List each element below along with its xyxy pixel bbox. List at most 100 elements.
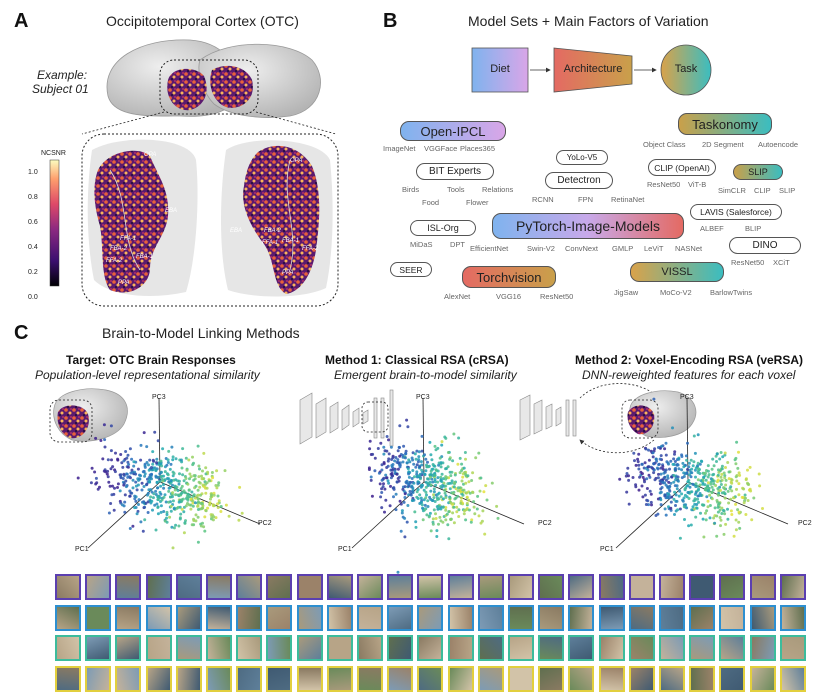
pca-point bbox=[170, 445, 174, 449]
pca-point bbox=[413, 452, 417, 456]
pca-point bbox=[673, 452, 676, 456]
pca-point bbox=[706, 464, 710, 468]
pca-point bbox=[416, 460, 420, 464]
pca-point bbox=[415, 495, 419, 499]
pca-point bbox=[452, 432, 456, 436]
colorbar-tick: 0.2 bbox=[28, 269, 38, 276]
pca-point bbox=[730, 513, 734, 516]
pca-point bbox=[443, 488, 447, 492]
pca-point bbox=[400, 509, 404, 513]
pca-point bbox=[451, 491, 455, 495]
pca-point bbox=[455, 510, 459, 514]
stimulus-thumbnail bbox=[206, 574, 232, 600]
pca-point bbox=[399, 502, 403, 506]
pca-point bbox=[426, 460, 429, 464]
pca-point bbox=[194, 484, 198, 488]
pca-point bbox=[438, 515, 442, 519]
pca-point bbox=[690, 508, 694, 512]
pca-point bbox=[479, 476, 483, 480]
pca-point bbox=[716, 487, 720, 491]
pca-point bbox=[437, 463, 441, 467]
stimulus-thumbnail bbox=[447, 665, 474, 692]
stimulus-thumbnail bbox=[508, 635, 534, 661]
stimulus-thumbnail bbox=[85, 635, 112, 661]
stimulus-thumbnail bbox=[417, 635, 444, 661]
pca-point bbox=[421, 518, 425, 522]
pca-point bbox=[383, 449, 387, 453]
pca-point bbox=[165, 510, 169, 514]
pca-point bbox=[142, 431, 146, 435]
model-sub: ALBEF bbox=[700, 224, 724, 233]
pca-point bbox=[433, 478, 437, 482]
pca-point bbox=[415, 463, 419, 467]
pca-point bbox=[156, 475, 160, 479]
pca-point bbox=[414, 457, 418, 461]
pca-point bbox=[125, 456, 129, 460]
pca-point bbox=[435, 529, 439, 533]
pca-point bbox=[667, 485, 671, 489]
colorbar-title: NCSNR bbox=[41, 150, 66, 157]
pca-point bbox=[472, 500, 476, 504]
pca-point bbox=[382, 476, 386, 480]
pca-point bbox=[126, 475, 130, 479]
model-sub: MiDaS bbox=[410, 240, 433, 249]
pca-point bbox=[201, 521, 204, 525]
pca-point bbox=[715, 534, 719, 538]
pca-point bbox=[211, 476, 215, 480]
pca-point bbox=[680, 468, 684, 472]
pca-point bbox=[101, 457, 105, 461]
model-set-dino: DINO bbox=[729, 237, 801, 254]
pca-point bbox=[136, 467, 140, 471]
pca-point bbox=[718, 457, 722, 461]
pca-point bbox=[166, 477, 169, 480]
pca-point bbox=[369, 478, 373, 482]
pca-point bbox=[463, 451, 467, 454]
pca-point bbox=[380, 487, 384, 491]
pca-point bbox=[464, 473, 468, 477]
pca-point bbox=[389, 445, 393, 449]
pca-point bbox=[459, 490, 463, 494]
pca-point bbox=[153, 430, 157, 434]
pca-point bbox=[155, 461, 158, 465]
pca-point bbox=[196, 444, 200, 448]
pca-point bbox=[717, 502, 721, 505]
pca-point bbox=[729, 497, 733, 501]
pca-point bbox=[646, 468, 650, 472]
pca-point bbox=[398, 463, 402, 467]
pca-point bbox=[367, 468, 371, 471]
stimulus-thumbnail bbox=[447, 604, 474, 631]
model-sub: BarlowTwins bbox=[710, 288, 753, 297]
stimulus-thumbnail bbox=[115, 665, 142, 692]
pca-point bbox=[730, 489, 734, 493]
pca-point bbox=[377, 471, 381, 475]
pca-point bbox=[671, 426, 674, 430]
pca-point bbox=[646, 499, 650, 503]
pca-point bbox=[393, 469, 397, 473]
pca-point bbox=[196, 508, 200, 511]
pca-point bbox=[368, 439, 372, 443]
pca-point bbox=[702, 535, 706, 539]
pca-point bbox=[457, 508, 461, 512]
stimulus-thumbnail bbox=[236, 665, 263, 692]
pca-point bbox=[382, 452, 386, 456]
pca-point bbox=[475, 507, 479, 511]
pca-point bbox=[432, 508, 436, 512]
pca-point bbox=[734, 462, 738, 466]
pca-point bbox=[389, 472, 393, 476]
pca-point bbox=[396, 467, 400, 471]
pca-point bbox=[699, 459, 703, 463]
pca-point bbox=[182, 489, 186, 493]
pca-point bbox=[124, 450, 128, 453]
roi-label: FBA-1 bbox=[136, 254, 154, 260]
pca-point bbox=[460, 479, 464, 483]
pca-point bbox=[132, 460, 136, 464]
pca-point bbox=[162, 483, 165, 487]
pca-point bbox=[631, 476, 635, 479]
pca-point bbox=[482, 490, 486, 494]
pca-point bbox=[191, 499, 195, 503]
pca-point bbox=[434, 483, 438, 487]
pca-point bbox=[205, 481, 209, 485]
pca-point bbox=[143, 465, 147, 469]
pca-point bbox=[669, 459, 673, 463]
pca-point bbox=[734, 518, 738, 522]
